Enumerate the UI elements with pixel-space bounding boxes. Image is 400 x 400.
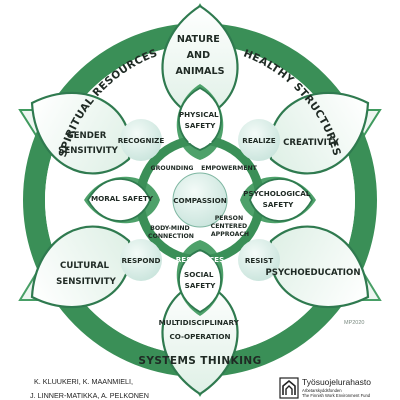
label-gender-sensitivity: GENDER SENSITIVITY	[58, 131, 118, 156]
label-cultural-sensitivity: CULTURAL SENSITIVITY	[56, 261, 116, 287]
respond-circle	[120, 239, 162, 281]
label-multidisciplinary-cooperation: MULTIDISCIPLINARY CO-OPERATION	[159, 318, 242, 341]
label-nature-and-animals: NATURE AND ANIMALS	[175, 34, 224, 77]
label-psychological-safety: PSYCHOLOGICAL SAFETY	[243, 189, 313, 209]
petal-lower-left	[30, 225, 132, 308]
label-empowerment: EMPOWERMENT	[201, 165, 258, 172]
inner-petals	[86, 86, 314, 314]
label-social-safety: SOCIAL SAFETY	[184, 270, 216, 290]
label-resources: RESOURCES	[176, 255, 224, 264]
ring-label-systems-thinking: SYSTEMS THINKING	[138, 355, 261, 367]
tsr-logo	[279, 377, 299, 399]
petal-upper-right	[268, 92, 370, 175]
resist-circle	[238, 239, 280, 281]
label-psychoeducation: PSYCHOEDUCATION	[265, 268, 360, 278]
logo-name: Työsuojelurahasto	[302, 377, 371, 387]
petal-lower-right	[268, 225, 370, 308]
label-body-mind-connection: BODY-MIND CONNECTION	[148, 225, 194, 240]
label-creativity: CREATIVITY	[283, 138, 340, 148]
authors: K. KLUUKERI, K. MAANMIELI, J. LINNER-MAT…	[30, 377, 149, 400]
logo-sub-swedish: Arbetarskyddsfonden	[302, 388, 342, 393]
label-compassion: COMPASSION	[173, 196, 227, 205]
label-grounding: GROUNDING	[150, 165, 193, 172]
label-physical-safety: PHYSICAL SAFETY	[179, 110, 221, 130]
inner-petal-left	[86, 178, 151, 222]
label-trust: TRUST	[187, 136, 213, 145]
signature: MP2020	[344, 320, 365, 326]
inner-petal-right	[249, 178, 314, 222]
label-moral-safety: MORAL SAFETY	[91, 194, 154, 203]
label-person-centered-approach: PERSON CENTERED APPROACH	[211, 215, 250, 238]
inner-petal-top	[178, 86, 222, 151]
label-recognize: RECOGNIZE	[118, 136, 165, 145]
label-resist: RESIST	[245, 256, 273, 265]
petal-upper-left	[30, 92, 132, 175]
logo-sub-english: The Finnish Work Environment Fund	[302, 393, 371, 398]
label-realize: REALIZE	[242, 136, 275, 145]
label-respond: RESPOND	[122, 256, 161, 265]
compassion-circle	[172, 172, 228, 228]
recognize-circle	[120, 119, 162, 161]
realize-circle	[238, 119, 280, 161]
inner-petal-bottom	[178, 249, 222, 314]
outer-petals	[30, 4, 370, 396]
